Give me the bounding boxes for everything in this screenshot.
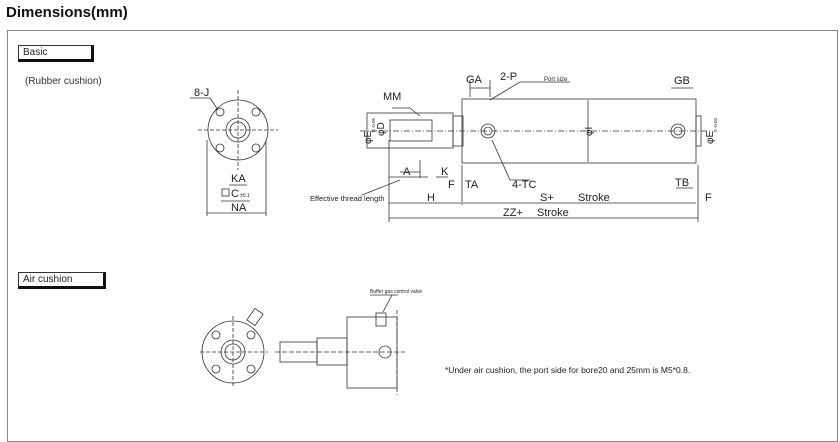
label-2p: 2-P: [500, 71, 517, 83]
label-ta: TA: [465, 179, 479, 191]
label-c: C: [231, 188, 239, 200]
label-s: S+: [540, 192, 554, 204]
basic-label: Basic: [18, 45, 94, 62]
label-4tc: 4-TC: [512, 179, 537, 191]
air-cushion-label: Air cushion: [18, 272, 106, 289]
label-effective-thread: Effective thread length: [310, 194, 385, 203]
label-zz: ZZ+: [503, 207, 523, 219]
label-ga: GA: [466, 74, 483, 86]
label-ka: KA: [231, 173, 246, 185]
label-e: φE: [363, 131, 374, 144]
label-mm: MM: [383, 91, 401, 103]
label-a: A: [403, 166, 411, 178]
rubber-cushion-label: (Rubber cushion): [25, 76, 102, 87]
label-stroke-zz: Stroke: [537, 207, 569, 219]
label-gb: GB: [674, 75, 690, 87]
label-8j: 8-J: [194, 87, 209, 99]
side-view-air: Buffer gas control valve: [275, 289, 422, 395]
side-view-basic: MM GA 2-P Port size GB φD φE 0 -0.05 φE …: [310, 71, 718, 222]
label-h: H: [427, 192, 435, 204]
label-k: K: [441, 166, 449, 178]
end-view-basic: 8-J KA C ±0.1 NA: [190, 87, 278, 216]
label-f-right: F: [705, 192, 712, 204]
label-i: φI: [584, 127, 595, 136]
label-e-right: φE: [705, 131, 716, 144]
label-d: φD: [376, 122, 387, 136]
label-tb: TB: [675, 177, 689, 189]
end-view-air: [200, 307, 268, 388]
label-e-tolerance: 0 -0.05: [371, 117, 376, 132]
air-cushion-note: *Under air cushion, the port side for bo…: [445, 365, 690, 375]
label-c-tol: ±0.1: [240, 193, 250, 199]
label-na: NA: [231, 202, 247, 214]
page-title: Dimensions(mm): [6, 4, 128, 21]
label-buffer-valve: Buffer gas control valve: [370, 289, 422, 295]
label-f: F: [448, 179, 455, 191]
label-stroke-s: Stroke: [578, 192, 610, 204]
label-e-right-tolerance: 0 -0.05: [713, 117, 718, 132]
label-port-size: Port size: [544, 77, 568, 83]
